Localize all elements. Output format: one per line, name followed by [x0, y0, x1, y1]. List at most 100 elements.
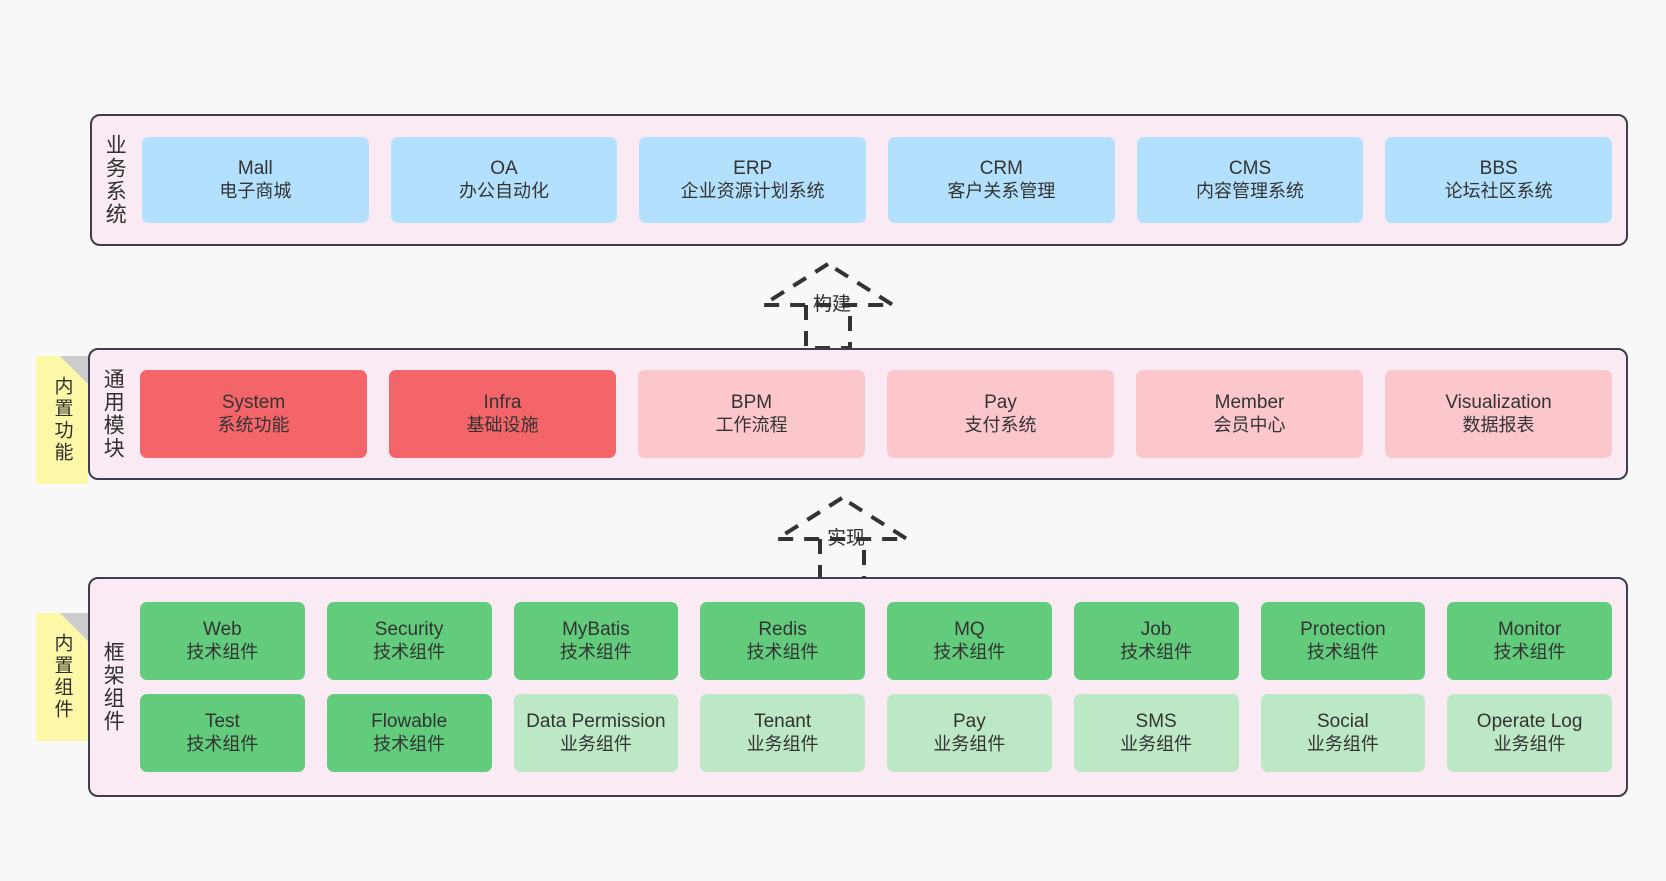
card-monitor[interactable]: Monitor 技术组件: [1447, 602, 1612, 680]
card-row: System 系统功能 Infra 基础设施 BPM 工作流程 Pay 支付系统…: [140, 370, 1612, 458]
layer-panel-framework: 框架组件 Web 技术组件 Security 技术组件 MyBatis 技术组件…: [88, 577, 1628, 797]
card-subtitle: 技术组件: [186, 733, 259, 754]
card-subtitle: 会员中心: [1213, 414, 1286, 435]
layer-panel-business: 业务系统 Mall 电子商城 OA 办公自动化 ERP 企业资源计划系统 CRM…: [90, 114, 1628, 246]
card-title: Mall: [237, 158, 273, 180]
card-title: ERP: [733, 158, 773, 180]
card-row: Mall 电子商城 OA 办公自动化 ERP 企业资源计划系统 CRM 客户关系…: [142, 137, 1613, 223]
card-title: Tenant: [754, 711, 812, 733]
card-infra[interactable]: Infra 基础设施: [389, 370, 616, 458]
card-subtitle: 业务组件: [746, 733, 819, 754]
card-subtitle: 企业资源计划系统: [680, 180, 825, 201]
card-title: Test: [204, 711, 240, 733]
card-row: Web 技术组件 Security 技术组件 MyBatis 技术组件 Redi…: [140, 602, 1612, 680]
card-title: Protection: [1300, 619, 1386, 641]
card-mybatis[interactable]: MyBatis 技术组件: [513, 602, 679, 680]
card-subtitle: 业务组件: [1306, 733, 1379, 754]
layer-title-modules: 通用模块: [101, 368, 125, 460]
card-title: SMS: [1135, 711, 1177, 733]
card-pay-module[interactable]: Pay 支付系统: [887, 370, 1114, 458]
card-title: Pay: [984, 392, 1017, 414]
note-fold-corner-icon: [60, 613, 88, 641]
card-title: Social: [1317, 711, 1369, 733]
card-title: Member: [1214, 392, 1285, 414]
card-flowable[interactable]: Flowable 技术组件: [326, 694, 492, 772]
card-title: Data Permission: [526, 711, 666, 733]
card-title: System: [221, 392, 286, 414]
card-title: OA: [490, 158, 518, 180]
card-title: Flowable: [371, 711, 448, 733]
card-subtitle: 技术组件: [933, 641, 1006, 662]
card-subtitle: 内容管理系统: [1196, 180, 1305, 201]
card-subtitle: 技术组件: [1493, 641, 1566, 662]
card-subtitle: 技术组件: [186, 641, 259, 662]
card-job[interactable]: Job 技术组件: [1073, 602, 1239, 680]
card-cms[interactable]: CMS 内容管理系统: [1136, 137, 1364, 223]
card-crm[interactable]: CRM 客户关系管理: [888, 137, 1115, 223]
card-web[interactable]: Web 技术组件: [140, 602, 305, 680]
card-title: Visualization: [1445, 392, 1552, 414]
card-title: Infra: [483, 392, 522, 414]
card-security[interactable]: Security 技术组件: [326, 602, 492, 680]
layer-body-modules: System 系统功能 Infra 基础设施 BPM 工作流程 Pay 支付系统…: [134, 350, 1626, 478]
card-subtitle: 客户关系管理: [947, 180, 1056, 201]
card-title: CRM: [979, 158, 1023, 180]
card-subtitle: 技术组件: [746, 641, 819, 662]
card-subtitle: 业务组件: [559, 733, 632, 754]
card-title: Pay: [953, 711, 986, 733]
card-subtitle: 业务组件: [933, 733, 1006, 754]
card-sms[interactable]: SMS 业务组件: [1073, 694, 1239, 772]
connector-label-build: 构建: [813, 294, 852, 315]
card-operate-log[interactable]: Operate Log 业务组件: [1447, 694, 1612, 772]
layer-body-framework: Web 技术组件 Security 技术组件 MyBatis 技术组件 Redi…: [134, 579, 1626, 795]
layer-body-business: Mall 电子商城 OA 办公自动化 ERP 企业资源计划系统 CRM 客户关系…: [136, 116, 1626, 244]
card-member[interactable]: Member 会员中心: [1136, 370, 1363, 458]
card-protection[interactable]: Protection 技术组件: [1260, 602, 1426, 680]
card-data-permission[interactable]: Data Permission 业务组件: [513, 694, 679, 772]
card-subtitle: 技术组件: [373, 733, 446, 754]
card-test[interactable]: Test 技术组件: [140, 694, 305, 772]
card-subtitle: 技术组件: [559, 641, 632, 662]
card-subtitle: 业务组件: [1493, 733, 1566, 754]
note-fold-corner-icon: [60, 356, 88, 384]
card-subtitle: 技术组件: [1120, 641, 1193, 662]
connector-label-implement: 实现: [827, 528, 866, 549]
card-visualization[interactable]: Visualization 数据报表: [1385, 370, 1612, 458]
card-subtitle: 基础设施: [466, 414, 539, 435]
card-title: MQ: [954, 619, 985, 641]
note-builtin-function: 内置功能: [36, 356, 88, 484]
card-social[interactable]: Social 业务组件: [1260, 694, 1426, 772]
card-title: Job: [1140, 619, 1172, 641]
card-subtitle: 办公自动化: [459, 180, 549, 201]
note-label: 内置功能: [51, 376, 73, 464]
card-title: Web: [203, 619, 242, 641]
card-subtitle: 技术组件: [1306, 641, 1379, 662]
card-subtitle: 业务组件: [1120, 733, 1193, 754]
note-label: 内置组件: [51, 633, 73, 721]
card-tenant[interactable]: Tenant 业务组件: [700, 694, 865, 772]
card-oa[interactable]: OA 办公自动化: [390, 137, 618, 223]
card-title: BBS: [1479, 158, 1518, 180]
card-subtitle: 论坛社区系统: [1444, 180, 1553, 201]
card-subtitle: 数据报表: [1462, 414, 1535, 435]
card-title: Operate Log: [1476, 711, 1583, 733]
card-mq[interactable]: MQ 技术组件: [887, 602, 1052, 680]
card-pay-component[interactable]: Pay 业务组件: [887, 694, 1052, 772]
card-title: Redis: [758, 619, 807, 641]
card-system[interactable]: System 系统功能: [140, 370, 367, 458]
card-bbs[interactable]: BBS 论坛社区系统: [1385, 137, 1613, 223]
note-builtin-component: 内置组件: [36, 613, 88, 741]
layer-title-framework: 框架组件: [101, 641, 125, 733]
card-erp[interactable]: ERP 企业资源计划系统: [639, 137, 867, 223]
card-subtitle: 系统功能: [217, 414, 290, 435]
layer-title-business: 业务系统: [103, 134, 127, 226]
card-title: Monitor: [1497, 619, 1562, 641]
layer-panel-modules: 通用模块 System 系统功能 Infra 基础设施 BPM 工作流程 Pay…: [88, 348, 1628, 480]
card-subtitle: 支付系统: [964, 414, 1037, 435]
card-subtitle: 电子商城: [219, 180, 292, 201]
card-mall[interactable]: Mall 电子商城: [142, 137, 369, 223]
card-subtitle: 工作流程: [715, 414, 788, 435]
card-bpm[interactable]: BPM 工作流程: [638, 370, 865, 458]
card-redis[interactable]: Redis 技术组件: [700, 602, 865, 680]
